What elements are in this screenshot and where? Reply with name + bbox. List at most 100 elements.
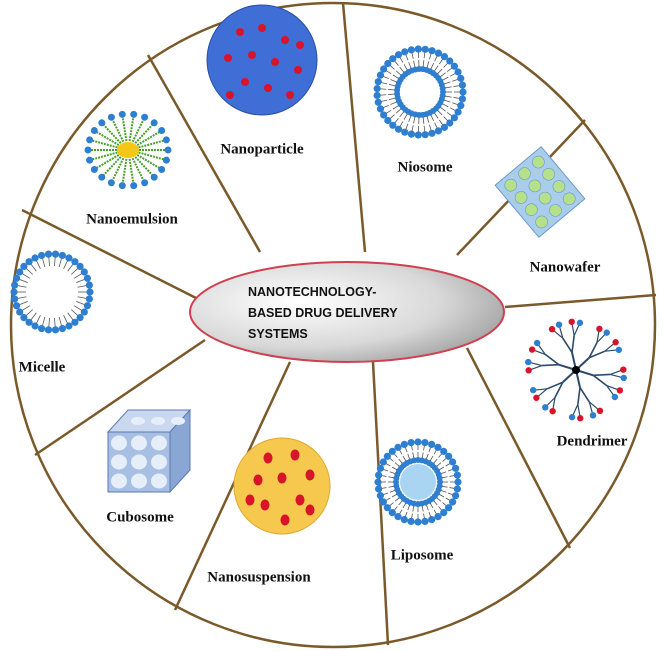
lipid-head [454,478,462,486]
surfactant-tail [128,116,135,142]
lipid-head [451,464,460,472]
surfactant-head [86,156,94,164]
cube-pore [131,435,147,451]
wafer [494,145,586,239]
lipid-head [44,250,53,258]
lipid-head [20,314,28,322]
surfactant-tail [138,139,165,149]
terminal-group [596,325,603,333]
label-micelle: Micelle [18,359,66,376]
branch [579,387,590,403]
lipid-head [389,121,397,129]
lipid-head [373,84,381,93]
terminal-group [568,413,576,421]
label-nanowafer: Nanowafer [529,259,601,276]
lipid-head [394,51,403,59]
lipid-head [454,68,462,76]
drug-well [562,192,576,206]
lipid-head [434,49,443,57]
lipid-head [407,130,415,138]
center-title-line: SYSTEMS [248,327,308,341]
surfactant-tail [95,154,120,170]
branch [546,381,564,390]
lipid-head [457,102,465,110]
cube-pore [151,435,167,451]
surfactant-tail [102,156,122,177]
lipid-head [44,326,53,334]
surfactant-tail [121,158,128,184]
lipid-head [394,443,402,451]
lipid-head [373,91,381,100]
branch [577,387,581,405]
terminal-group [533,339,541,347]
surfactant-head [107,179,115,187]
branch [544,353,560,366]
surfactant-tail [111,118,125,143]
lipid-head [434,127,443,135]
surfactant-tail [95,130,120,146]
lipid-head [376,71,385,79]
lipid-head [446,119,454,127]
lipid-head [375,485,383,493]
surfactant-tail [136,154,161,170]
terminal-group [542,404,549,411]
cube-pore [151,417,165,425]
divider-line [504,293,657,309]
lipid-head [83,302,92,310]
lipid-head [16,308,24,316]
drug-dot [264,84,272,92]
surfactant-tail [131,118,145,143]
terminal-group [525,367,532,374]
lipid-head [457,74,465,82]
lipid-head [383,452,391,460]
lipid-head [407,439,415,447]
drug-particle [305,469,315,481]
lipid-head [454,108,462,116]
lipid-head [76,262,84,270]
dendrimer-icon [525,318,627,422]
terminal-group [568,318,575,325]
surfactant-head [118,182,126,190]
lipid-head [445,452,453,460]
surfactant-tail [91,151,118,161]
lipid-head [421,45,429,53]
label-niosome: Niosome [397,159,453,176]
lipid-head [440,509,448,517]
lipid-head [11,281,19,289]
drug-well [535,215,548,229]
terminal-group [596,407,604,415]
lipid-head [12,274,21,282]
terminal-group [528,346,536,353]
lipid-head [445,504,453,512]
lipid-head [51,250,60,258]
lipid-head [434,513,442,521]
lipid-head [86,288,94,296]
center-title-line: NANOTECHNOLOGY- [248,285,377,299]
lipid-head [407,46,415,54]
terminal-group [612,339,619,346]
divider-line [173,361,292,611]
lipid-head [428,47,436,55]
lipid-head [428,440,436,449]
lipid-head [450,114,458,122]
lipid-head [458,95,467,103]
drug-particle [280,514,290,526]
terminal-group [620,374,627,382]
lipid-head [31,254,39,262]
branch [541,363,559,367]
drug-particle [290,449,300,461]
lipid-head [394,125,403,133]
lipid-head [414,438,422,446]
particle-body [206,4,318,116]
aqueous-core [400,464,436,500]
lipid-head [376,492,385,500]
lipid-head [436,475,443,482]
lipid-head [449,498,457,506]
drug-dot [286,91,294,99]
cube-pore [131,473,147,489]
lipid-head [389,55,397,63]
lipid-head [383,504,391,512]
cube-pore [151,454,167,470]
surfactant-tail [131,157,145,182]
